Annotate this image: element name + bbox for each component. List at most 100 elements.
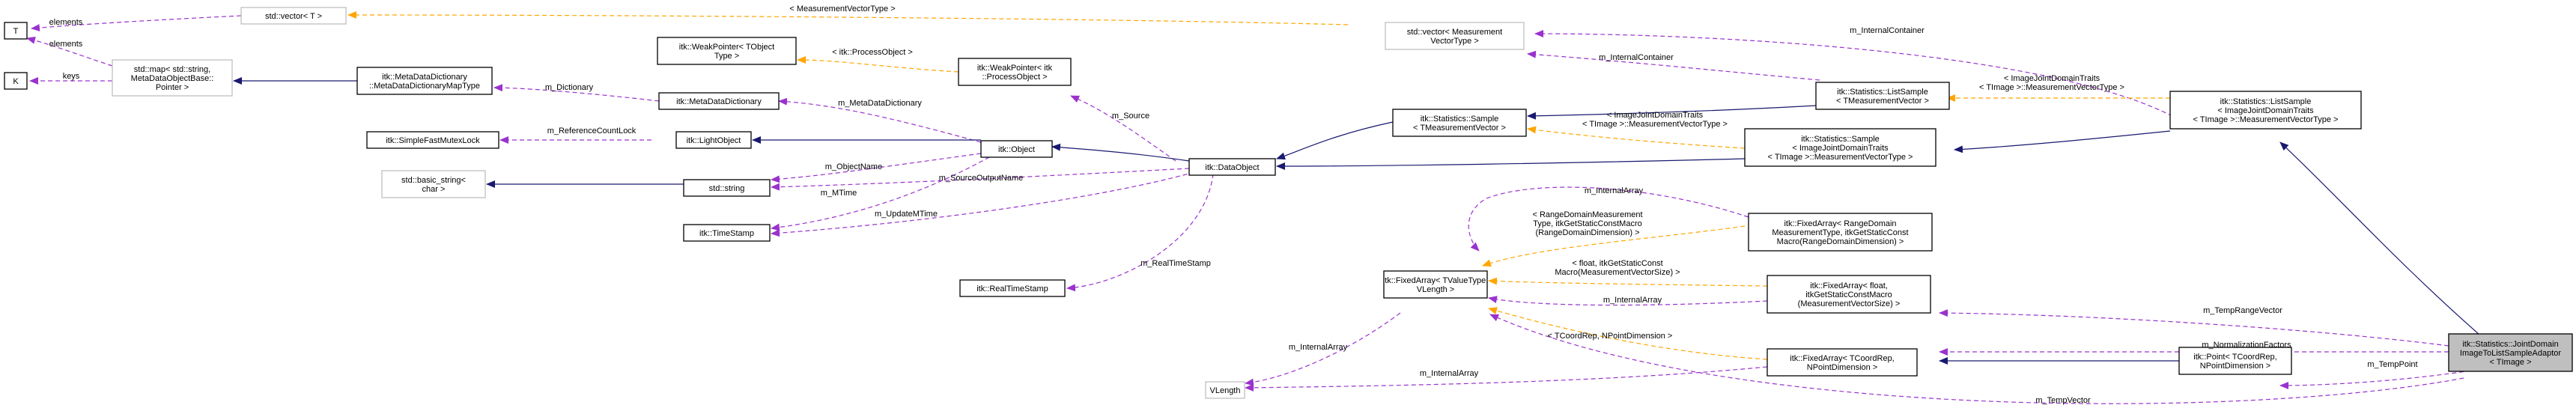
node-label-line: itk::RealTimeStamp bbox=[976, 284, 1048, 293]
node-label-line: itk::FixedArray< TCoordRep, bbox=[1790, 354, 1895, 363]
label-ij-traits-2: < ImageJointDomainTraits< TImage >::Meas… bbox=[1582, 111, 1728, 129]
edge-m-temppoint bbox=[2279, 370, 2472, 389]
node-t[interactable]: T bbox=[4, 22, 28, 40]
node-label-line: itk::TimeStamp bbox=[699, 229, 754, 238]
edge-label-line: Macro(MeasurementVectorSize) > bbox=[1555, 268, 1680, 277]
node-label-line: ImageToListSampleAdaptor bbox=[2460, 349, 2561, 358]
edge-m-source bbox=[1070, 95, 1176, 162]
node-fixedarray-tcoordrep[interactable]: itk::FixedArray< TCoordRep,NPointDimensi… bbox=[1767, 348, 1918, 377]
node-label-line: NPointDimension > bbox=[1807, 363, 1877, 372]
node-label-line: ::MetaDataDictionaryMapType bbox=[369, 82, 480, 91]
edge-label-line: < float, itkGetStaticConst bbox=[1572, 259, 1662, 268]
node-statistics-listsample-imagejointdomaintraits[interactable]: itk::Statistics::ListSample< ImageJointD… bbox=[2169, 91, 2362, 130]
edge-label-line: < RangeDomainMeasurement bbox=[1532, 210, 1642, 219]
node-label-line: itk::WeakPointer< TObject bbox=[679, 43, 774, 52]
node-label-line: MeasurementType, itkGetStaticConst bbox=[1772, 228, 1908, 237]
edge-label-line: m_InternalArray bbox=[1289, 343, 1348, 352]
label-m-referencecountlock: m_ReferenceCountLock bbox=[547, 127, 637, 136]
node-weakpointer-processobject[interactable]: itk::WeakPointer< itk::ProcessObject > bbox=[958, 58, 1072, 86]
node-jointdomainimagetolistsampleadaptor[interactable]: itk::Statistics::JointDomainImageToListS… bbox=[2448, 333, 2573, 372]
edge-label-line: m_UpdateMTime bbox=[875, 210, 938, 219]
edge-m-internalarray-vlength-a bbox=[1245, 312, 1401, 386]
edge-listsample-inherits-sample bbox=[1527, 105, 1817, 120]
node-label-line: VLength > bbox=[1417, 285, 1454, 294]
node-fixedarray-float[interactable]: itk::FixedArray< float,itkGetStaticConst… bbox=[1767, 275, 1931, 314]
node-label-line: std::basic_string< bbox=[401, 176, 466, 185]
edge-sample-template bbox=[1527, 126, 1746, 149]
node-object[interactable]: itk::Object bbox=[980, 140, 1053, 158]
edge-measurementvectortype-template bbox=[347, 11, 1349, 25]
edge-m-objectname bbox=[771, 153, 982, 183]
node-statistics-sample-tmeasurementvector[interactable]: itk::Statistics::Sample< TMeasurementVec… bbox=[1392, 109, 1527, 137]
node-label-line: itk::Point< TCoordRep, bbox=[2193, 353, 2276, 362]
node-std-string[interactable]: std::string bbox=[683, 179, 771, 197]
node-statistics-sample-imagejointdomaintraits[interactable]: itk::Statistics::Sample< ImageJointDomai… bbox=[1744, 128, 1936, 167]
node-timestamp[interactable]: itk::TimeStamp bbox=[683, 224, 771, 242]
node-dataobject[interactable]: itk::DataObject bbox=[1188, 158, 1276, 176]
edge-adaptor-inherits-listsampleij bbox=[2279, 141, 2487, 341]
edge-elements-vector bbox=[31, 15, 242, 32]
edge-sampleij-inherits-dataobject bbox=[1276, 158, 1746, 170]
edge-label-line: < ImageJointDomainTraits bbox=[1607, 111, 1704, 120]
node-label-line: std::vector< T > bbox=[265, 12, 322, 21]
edge-label-line: elements bbox=[49, 40, 83, 49]
edge-m-realtimestamp bbox=[1066, 173, 1214, 292]
edge-processobject-template bbox=[797, 56, 959, 73]
edge-sample-inherits-dataobject bbox=[1276, 121, 1394, 160]
node-std-vector-measurementvectortype[interactable]: std::vector< MeasurementVectorType > bbox=[1385, 22, 1525, 50]
node-label-line: itk::Object bbox=[998, 145, 1035, 154]
label-m-updatemtime: m_UpdateMTime bbox=[875, 210, 938, 219]
node-label-line: itk::Statistics::ListSample bbox=[2220, 97, 2312, 106]
node-label-line: < TImage >::MeasurementVectorType > bbox=[2193, 115, 2339, 124]
edge-m-internalarray-range bbox=[1468, 186, 1749, 252]
node-statistics-listsample-tmeasurementvector[interactable]: itk::Statistics::ListSample< TMeasuremen… bbox=[1815, 82, 1950, 110]
node-label-line: itk::Statistics::JointDomain bbox=[2462, 340, 2558, 349]
node-lightobject[interactable]: itk::LightObject bbox=[675, 131, 752, 149]
edge-float-template bbox=[1488, 277, 1768, 287]
label-m-realtimestamp: m_RealTimeStamp bbox=[1140, 259, 1211, 268]
node-point[interactable]: itk::Point< TCoordRep,NPointDimension > bbox=[2178, 347, 2292, 375]
node-metadatadictionary-maptype[interactable]: itk::MetaDataDictionary::MetaDataDiction… bbox=[356, 67, 493, 95]
node-k[interactable]: K bbox=[4, 72, 28, 90]
edge-label-line: m_InternalArray bbox=[1603, 296, 1662, 305]
label-m-temprangevector: m_TempRangeVector bbox=[2203, 306, 2282, 315]
node-label-line: itk::MetaDataDictionary bbox=[676, 97, 762, 106]
node-label-line: itk::MetaDataDictionary bbox=[382, 73, 467, 82]
edge-label-line: < TImage >::MeasurementVectorType > bbox=[1582, 120, 1728, 129]
edge-label-line: m_InternalArray bbox=[1585, 186, 1644, 195]
node-label-line: Macro(RangeDomainDimension) > bbox=[1777, 237, 1904, 246]
node-simplefastmutexlock[interactable]: itk::SimpleFastMutexLock bbox=[366, 131, 499, 149]
node-label-line: < ImageJointDomainTraits bbox=[2217, 106, 2314, 115]
node-metadatadictionary[interactable]: itk::MetaDataDictionary bbox=[658, 92, 780, 110]
edge-tcoord-template bbox=[1488, 307, 1768, 360]
node-label-line: itk::Statistics::Sample bbox=[1801, 135, 1880, 144]
node-label-line: VectorType > bbox=[1430, 37, 1479, 46]
edge-label-line: (RangeDomainDimension) > bbox=[1535, 228, 1639, 237]
label-elements-1: elements bbox=[49, 18, 83, 27]
edge-m-internalcontainer-lower bbox=[1527, 50, 1820, 81]
node-std-basic-string[interactable]: std::basic_string<char > bbox=[381, 170, 486, 198]
node-label-line: itk::Statistics::Sample bbox=[1421, 115, 1499, 124]
node-label-line: itk::DataObject bbox=[1205, 163, 1259, 172]
node-realtimestamp[interactable]: itk::RealTimeStamp bbox=[959, 279, 1066, 297]
edge-label-line: m_TempPoint bbox=[2367, 360, 2417, 369]
edge-m-temprangevector bbox=[1939, 309, 2449, 347]
node-label-line: < TMeasurementVector > bbox=[1413, 124, 1506, 133]
node-label-line: itk::LightObject bbox=[687, 136, 741, 145]
node-label-line: std::map< std::string, bbox=[134, 65, 210, 74]
node-label-line: itk::Statistics::ListSample bbox=[1837, 88, 1928, 97]
node-std-map[interactable]: std::map< std::string,MetaDataObjectBase… bbox=[112, 59, 233, 97]
edge-label-line: m_ObjectName bbox=[825, 162, 882, 171]
label-m-mtime: m_MTime bbox=[821, 189, 857, 198]
edge-label-line: m_NormalizationFactors bbox=[2202, 341, 2291, 350]
node-fixedarray-tvaluetype[interactable]: itk::FixedArray< TValueType,VLength > bbox=[1383, 270, 1489, 299]
edge-label-line: < TCoordRep, NPointDimension > bbox=[1548, 332, 1673, 341]
label-process-object: < itk::ProcessObject > bbox=[832, 48, 913, 57]
edge-label-line: m_MetaDataDictionary bbox=[838, 99, 922, 108]
node-vlength[interactable]: VLength bbox=[1205, 381, 1245, 399]
node-std-vector-t[interactable]: std::vector< T > bbox=[240, 7, 347, 25]
edge-m-metadatadictionary bbox=[778, 97, 982, 143]
node-fixedarray-rangedomain[interactable]: itk::FixedArray< RangeDomainMeasurementT… bbox=[1748, 213, 1933, 252]
